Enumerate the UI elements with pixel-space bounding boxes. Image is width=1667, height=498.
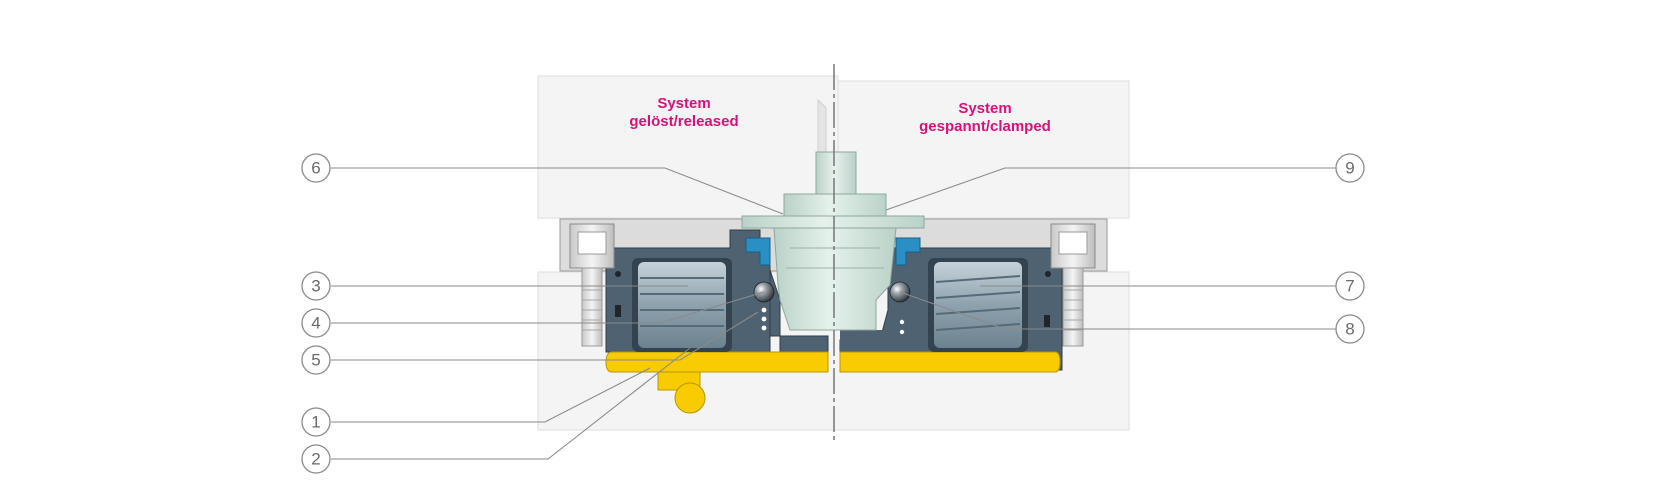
released-heading-line1: System	[657, 95, 710, 112]
callout-7: 7	[1335, 271, 1365, 301]
callout-3: 3	[301, 271, 331, 301]
clamped-heading-line1: System	[958, 100, 1011, 117]
callout-9: 9	[1335, 153, 1365, 183]
disc-spring-stack-released	[632, 258, 732, 352]
seal-released	[745, 237, 771, 266]
svg-text:4: 4	[311, 314, 320, 333]
svg-text:8: 8	[1345, 320, 1354, 339]
callout-4: 4	[301, 308, 331, 338]
svg-text:1: 1	[311, 413, 320, 432]
callout-2: 2	[301, 444, 331, 474]
callout-5: 5	[301, 345, 331, 375]
svg-text:2: 2	[311, 450, 320, 469]
svg-text:6: 6	[311, 159, 320, 178]
seal-clamped	[895, 237, 921, 266]
svg-text:3: 3	[311, 277, 320, 296]
callout-6: 6	[301, 153, 331, 183]
released-heading-line2: gelöst/released	[629, 113, 738, 130]
mounting-bolt-left	[569, 223, 615, 347]
piston	[605, 351, 1061, 414]
svg-text:5: 5	[311, 351, 320, 370]
callout-leader-lines	[331, 167, 1336, 460]
clamping-pin	[741, 98, 925, 331]
callout-8: 8	[1335, 314, 1365, 344]
disc-spring-stack-clamped	[928, 258, 1028, 352]
svg-text:9: 9	[1345, 159, 1354, 178]
svg-text:7: 7	[1345, 277, 1354, 296]
clamped-heading-line2: gespannt/clamped	[919, 118, 1051, 135]
mounting-bolt-right	[1050, 223, 1096, 347]
small-detail-dots	[615, 271, 1051, 335]
callout-1: 1	[301, 407, 331, 437]
